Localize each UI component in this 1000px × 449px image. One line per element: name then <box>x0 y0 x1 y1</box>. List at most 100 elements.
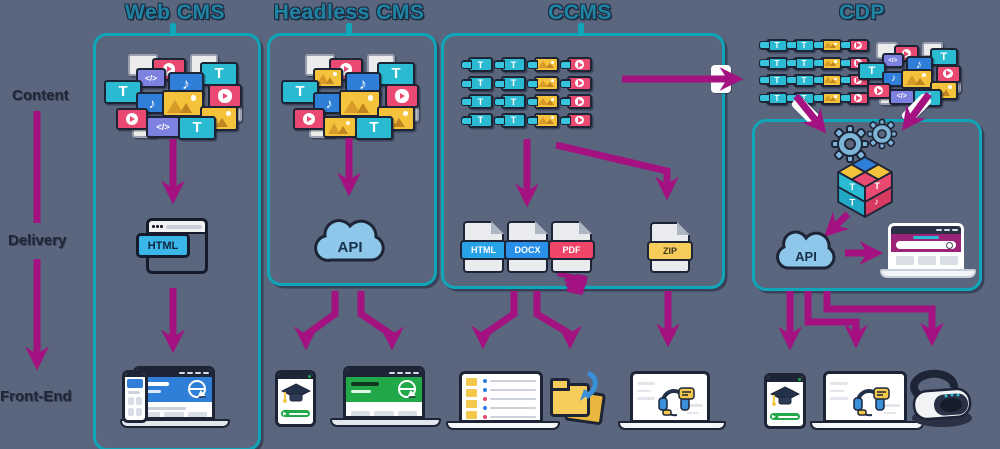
content-tile-image <box>527 75 559 91</box>
content-tile-text: T <box>929 48 958 66</box>
content-tile-text: T <box>494 94 526 109</box>
media-progress-bar: ▶ <box>281 410 310 417</box>
content-tile-video <box>208 84 242 108</box>
content-tile-image <box>813 91 842 105</box>
content-tile-image <box>527 57 559 72</box>
arrow-cdp-to-support-laptop <box>804 291 868 349</box>
content-tile-image <box>323 116 357 138</box>
pdf-file-icon: PDF <box>548 221 595 273</box>
content-tile-video <box>560 57 592 72</box>
api-cloud-icon: API <box>314 219 385 262</box>
svg-text:API: API <box>337 239 362 256</box>
content-tile-text: T <box>494 112 526 128</box>
import-arrow-icon <box>580 371 598 401</box>
content-tile-text: T <box>759 56 788 70</box>
search-icon <box>946 242 953 249</box>
svg-text:T: T <box>850 198 856 208</box>
content-tile-image <box>162 90 204 117</box>
content-tile-text: T <box>461 112 493 128</box>
ccms-box <box>441 33 725 289</box>
headset-chat-icon <box>853 387 890 417</box>
content-tile-video <box>560 94 592 109</box>
content-tile-text: T <box>178 116 216 140</box>
arrow-files-to-docs-laptop <box>471 291 518 350</box>
content-tile-text: T <box>786 74 815 87</box>
content-tile-image <box>813 56 842 70</box>
headset-chat-icon <box>658 387 695 417</box>
row-label-delivery: Delivery <box>8 232 67 249</box>
graduation-cap-icon <box>280 383 311 403</box>
graduation-cap-icon <box>770 386 800 406</box>
web-cms-content-pile: T</>♪T♪</>T <box>102 54 242 146</box>
title-cdp: CDP <box>839 1 885 24</box>
headless-cms-box-stub <box>346 23 352 34</box>
content-tile-code: </> <box>136 68 166 88</box>
ccms-box-stub <box>578 23 584 34</box>
content-tile-video <box>866 82 891 99</box>
content-tile-video <box>293 108 325 130</box>
content-tile-text: T <box>494 75 526 91</box>
content-tile-image <box>313 68 343 88</box>
headless-cms-box <box>267 33 437 286</box>
content-tile-code: </> <box>881 52 904 68</box>
folder-list <box>466 378 477 419</box>
content-tile-text: T <box>461 94 493 109</box>
html-output-badge: HTML <box>136 233 190 258</box>
content-tile-video <box>840 39 869 52</box>
cdp-api-cloud-icon: API <box>776 230 836 270</box>
content-tile-image <box>901 69 933 90</box>
elearning-tablet-icon: ▶ <box>275 370 316 427</box>
content-tile-image <box>339 90 381 117</box>
content-tile-image <box>813 74 842 87</box>
row-label-frontend: Front-End <box>0 388 72 405</box>
content-tile-video <box>840 91 869 105</box>
content-tile-image <box>813 39 842 52</box>
web-cms-box-stub <box>170 23 176 34</box>
content-tile-video <box>560 75 592 91</box>
vr-headset-icon <box>910 369 972 427</box>
content-tile-text: T <box>200 62 238 86</box>
media-progress-bar: ▶ <box>770 413 800 420</box>
title-headless-cms: Headless CMS <box>273 1 425 24</box>
content-tile-code: </> <box>146 116 180 138</box>
svg-text:T: T <box>850 182 856 192</box>
svg-text:♪: ♪ <box>874 197 879 207</box>
content-tile-text: T <box>377 62 415 86</box>
content-tile-video <box>385 84 419 108</box>
title-web-cms: Web CMS <box>125 1 225 24</box>
processing-gears-icon <box>831 118 898 163</box>
svg-text:API: API <box>795 249 817 264</box>
arrow-cdp-to-vr <box>823 291 944 347</box>
content-tile-text: T <box>355 116 393 140</box>
content-tile-text: T <box>494 57 526 72</box>
arrow-sleeve-ccms-to-cdp <box>711 65 731 93</box>
content-tile-text: T <box>759 39 788 52</box>
content-tile-image <box>527 94 559 109</box>
content-tile-text: T <box>461 57 493 72</box>
document-list <box>483 379 536 419</box>
content-tile-text: T <box>461 75 493 91</box>
html-file-icon: HTML <box>460 221 507 273</box>
content-cube-icon: T T T ♪ <box>837 156 893 218</box>
svg-text:T: T <box>874 181 880 191</box>
arrow-headless-to-laptop <box>357 291 404 351</box>
arrow-headless-to-tablet <box>294 291 339 351</box>
cdp-site-header <box>891 234 961 252</box>
zip-file-icon: ZIP <box>647 222 693 273</box>
folder-transfer-icon <box>550 371 607 426</box>
content-tile-video <box>116 108 148 130</box>
row-label-content: Content <box>12 87 69 104</box>
content-tile-video <box>560 112 592 128</box>
content-tile-text: T <box>759 91 788 105</box>
content-tile-video <box>935 64 961 83</box>
headless-cms-content-pile: T♪T♪T <box>279 54 419 146</box>
content-tile-image <box>527 112 559 128</box>
content-tile-code: </> <box>889 88 915 105</box>
content-tile-text: T <box>786 39 815 52</box>
content-tile-text: T <box>786 56 815 70</box>
content-tile-text: T <box>104 80 142 104</box>
website-phone-icon <box>122 370 148 423</box>
cdp-elearning-tablet-icon: ▶ <box>764 373 806 429</box>
title-ccms: CCMS <box>548 1 612 24</box>
